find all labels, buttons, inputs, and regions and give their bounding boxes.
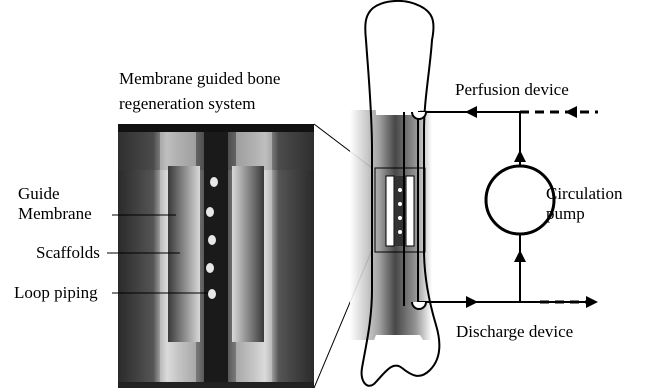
- system-title-line2: regeneration system: [119, 94, 255, 114]
- circulation-pump-label-line2: pump: [546, 204, 585, 224]
- discharge-port: [412, 302, 426, 309]
- circulation-pump-circle: [486, 166, 554, 234]
- magnified-panel: [118, 124, 314, 388]
- scaffolds-label: Scaffolds: [36, 243, 100, 263]
- loop-piping-tube: [204, 124, 228, 388]
- circulation-pump-label-line1: Circulation: [546, 184, 622, 204]
- scaffold-right: [232, 166, 264, 342]
- bone: [350, 1, 439, 386]
- loop-piping-label: Loop piping: [14, 283, 98, 303]
- perfusion-device-label: Perfusion device: [455, 80, 569, 100]
- scaffold-left: [168, 166, 200, 342]
- bone-device: [386, 176, 414, 246]
- perfusion-port: [412, 112, 426, 119]
- system-title-line1: Membrane guided bone: [119, 69, 280, 89]
- discharge-device-label: Discharge device: [456, 322, 573, 342]
- guide-label-line1: Guide: [18, 184, 60, 204]
- guide-label-line2: Membrane: [18, 204, 92, 224]
